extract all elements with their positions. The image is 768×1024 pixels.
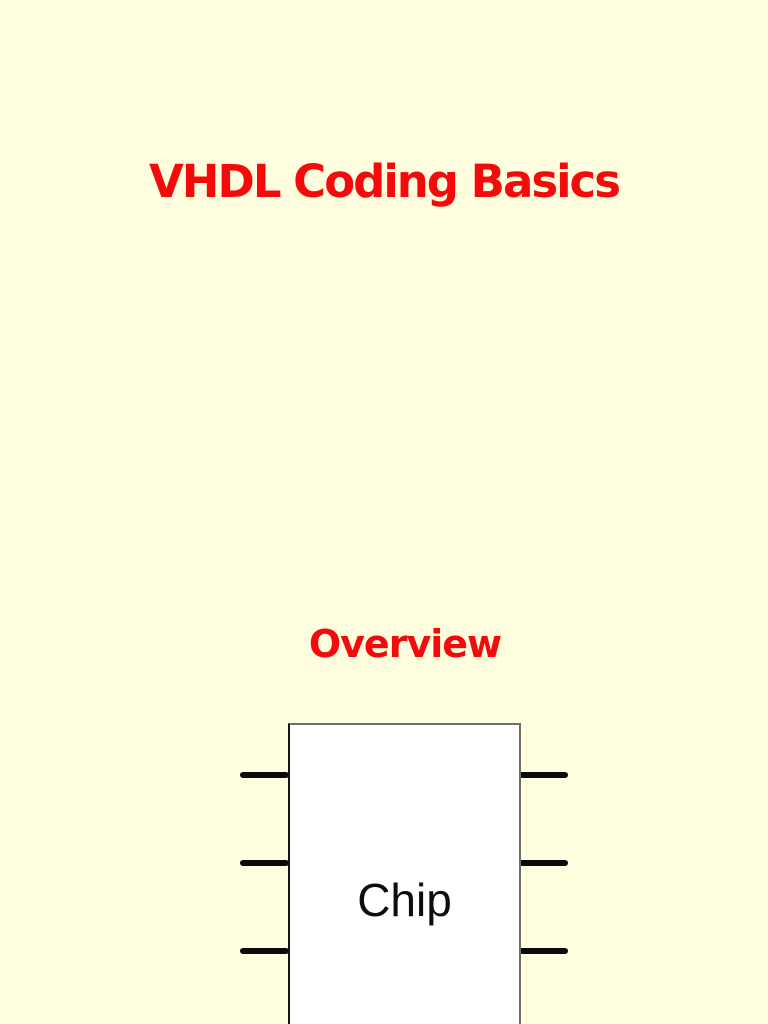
chip-pin-left-2 — [240, 860, 289, 866]
chip-pin-right-2 — [519, 860, 568, 866]
chip-body: Chip — [288, 723, 521, 1024]
chip-pin-right-3 — [519, 948, 568, 954]
chip-pin-right-1 — [519, 772, 568, 778]
slide-title: VHDL Coding Basics — [148, 155, 621, 208]
section-heading: Overview — [308, 622, 502, 666]
chip-pin-left-1 — [240, 772, 289, 778]
chip-pin-left-3 — [240, 948, 289, 954]
chip-label: Chip — [357, 874, 452, 926]
